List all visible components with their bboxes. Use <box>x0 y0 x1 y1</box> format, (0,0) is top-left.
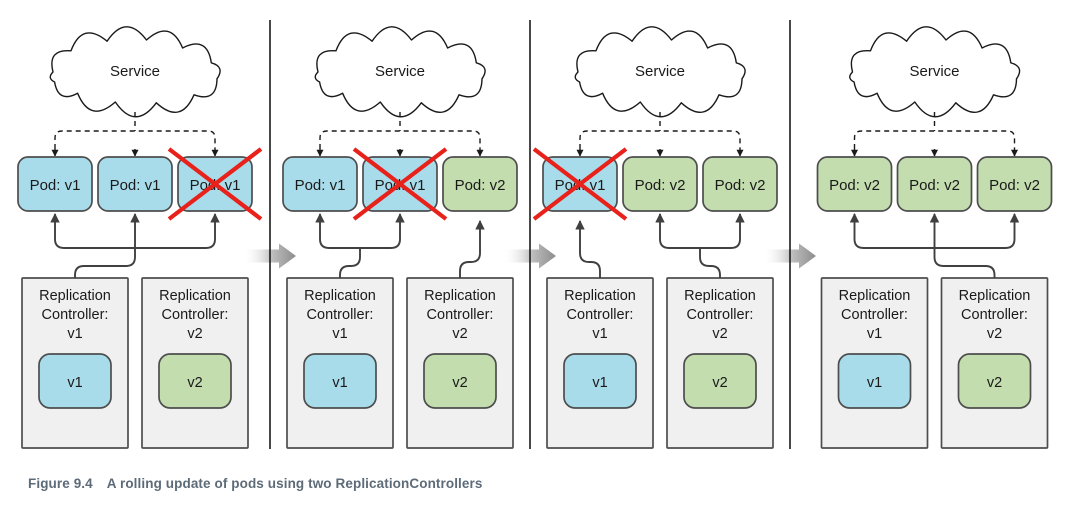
pod-template-label: v2 <box>987 375 1002 391</box>
service-dashed-bus <box>853 130 1016 149</box>
rc-label-line2: Controller: <box>961 307 1028 323</box>
pod-label: Pod: v2 <box>829 177 880 194</box>
pod-template-box[interactable] <box>837 353 912 409</box>
pod-label: Pod: v2 <box>989 177 1040 194</box>
rc-label-line1: Replication <box>684 288 756 304</box>
pod-deleted-x-icon <box>352 147 448 221</box>
rc-owns-pod-rail <box>319 221 401 249</box>
rc-label-version: v2 <box>187 326 202 342</box>
pod-box[interactable] <box>702 156 778 212</box>
pod-template-label: v2 <box>712 375 727 391</box>
service-dashed-bus <box>319 130 481 149</box>
rc-label-version: v1 <box>592 326 607 342</box>
rc-stem <box>339 248 361 278</box>
pod-box[interactable] <box>97 156 173 212</box>
pod-label: Pod: v2 <box>715 177 766 194</box>
pod-label: Pod: v1 <box>110 177 161 194</box>
pod-template-label: v1 <box>867 375 882 391</box>
pod-deleted-x-icon <box>532 147 628 221</box>
pod-label: Pod: v2 <box>455 177 506 194</box>
rc-owns-pod-connector <box>575 220 601 278</box>
rc-label-line2: Controller: <box>162 307 229 323</box>
rc-label-line2: Controller: <box>567 307 634 323</box>
service-cloud <box>314 26 486 118</box>
rc-label-version: v2 <box>987 326 1002 342</box>
rc-label-line1: Replication <box>839 288 911 304</box>
service-cloud <box>49 26 221 118</box>
rc-stem <box>933 248 996 278</box>
pod-label: Pod: v1 <box>295 177 346 194</box>
pod-label: Pod: v2 <box>635 177 686 194</box>
service-cloud <box>574 26 746 118</box>
pod-box[interactable] <box>896 156 973 212</box>
rc-label-line1: Replication <box>424 288 496 304</box>
rc-owns-pod-connector <box>459 220 485 278</box>
pod-box[interactable] <box>282 156 358 212</box>
rc-label-version: v1 <box>67 326 82 342</box>
rc-label-line2: Controller: <box>841 307 908 323</box>
service-label: Service <box>909 63 959 80</box>
pod-template-box[interactable] <box>303 353 377 409</box>
service-label: Service <box>375 63 425 80</box>
pod-box[interactable] <box>442 156 518 212</box>
rc-label-version: v1 <box>867 326 882 342</box>
service-dashed-bus <box>579 130 741 149</box>
rc-label-line2: Controller: <box>427 307 494 323</box>
pod-template-box[interactable] <box>683 353 757 409</box>
service-dashed-bus <box>54 130 216 149</box>
pod-template-box[interactable] <box>957 353 1032 409</box>
rc-stem <box>74 248 136 278</box>
pod-template-label: v1 <box>332 375 347 391</box>
service-label: Service <box>635 63 685 80</box>
pod-deleted-x-icon <box>167 147 263 221</box>
rc-label-line2: Controller: <box>307 307 374 323</box>
pod-template-label: v2 <box>452 375 467 391</box>
rc-label-line2: Controller: <box>687 307 754 323</box>
rc-label-version: v1 <box>332 326 347 342</box>
rc-owns-pod-rail <box>659 221 741 249</box>
rc-label-line1: Replication <box>39 288 111 304</box>
rc-label-version: v2 <box>712 326 727 342</box>
pod-template-label: v1 <box>592 375 607 391</box>
figure-caption: Figure 9.4 A rolling update of pods using… <box>28 476 482 491</box>
pod-template-box[interactable] <box>38 353 112 409</box>
figure-caption-number: Figure 9.4 <box>28 476 93 491</box>
pod-template-label: v2 <box>187 375 202 391</box>
pod-template-label: v1 <box>67 375 82 391</box>
service-cloud <box>849 26 1021 118</box>
pod-box[interactable] <box>622 156 698 212</box>
rc-label-line1: Replication <box>564 288 636 304</box>
rc-label-version: v2 <box>452 326 467 342</box>
rc-label-line1: Replication <box>159 288 231 304</box>
pod-box[interactable] <box>976 156 1053 212</box>
rc-label-line1: Replication <box>959 288 1031 304</box>
pod-template-box[interactable] <box>158 353 232 409</box>
pod-label: Pod: v1 <box>30 177 81 194</box>
rc-label-line2: Controller: <box>42 307 109 323</box>
rc-stem <box>699 248 721 278</box>
pod-template-box[interactable] <box>423 353 497 409</box>
pod-label: Pod: v2 <box>909 177 960 194</box>
pod-box[interactable] <box>816 156 893 212</box>
rc-label-line1: Replication <box>304 288 376 304</box>
pod-box[interactable] <box>17 156 93 212</box>
figure-caption-text: A rolling update of pods using two Repli… <box>106 476 483 491</box>
service-label: Service <box>110 63 160 80</box>
pod-template-box[interactable] <box>563 353 637 409</box>
